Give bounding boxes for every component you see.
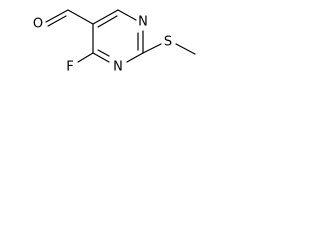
- bond-cho-o-double: [47, 15, 67, 27]
- bond-c2-s: [142, 43, 162, 54]
- atom-label-nitrogen-1: N: [138, 15, 148, 30]
- atom-label-fluorine: F: [66, 60, 73, 75]
- bond-c6-n1: [117, 9, 137, 21]
- bond-n3-c2: [126, 52, 144, 63]
- bond-c4-f: [77, 52, 94, 63]
- atom-labels: O N N F S: [33, 15, 172, 75]
- bond-cho-o: [45, 9, 69, 23]
- bond-c5-cho: [67, 9, 94, 25]
- bond-c4-n3: [92, 52, 110, 63]
- atom-label-sulfur: S: [164, 35, 172, 50]
- bond-c6-c5-double: [97, 15, 118, 28]
- bond-c4-n3-double: [97, 49, 110, 57]
- atom-label-oxygen: O: [33, 17, 43, 32]
- bond-c6-c5: [92, 9, 119, 25]
- atom-label-nitrogen-3: N: [113, 60, 123, 75]
- bonds: [45, 9, 196, 63]
- molecule-structure: O N N F S: [33, 9, 196, 75]
- bond-s-ch3: [175, 43, 196, 55]
